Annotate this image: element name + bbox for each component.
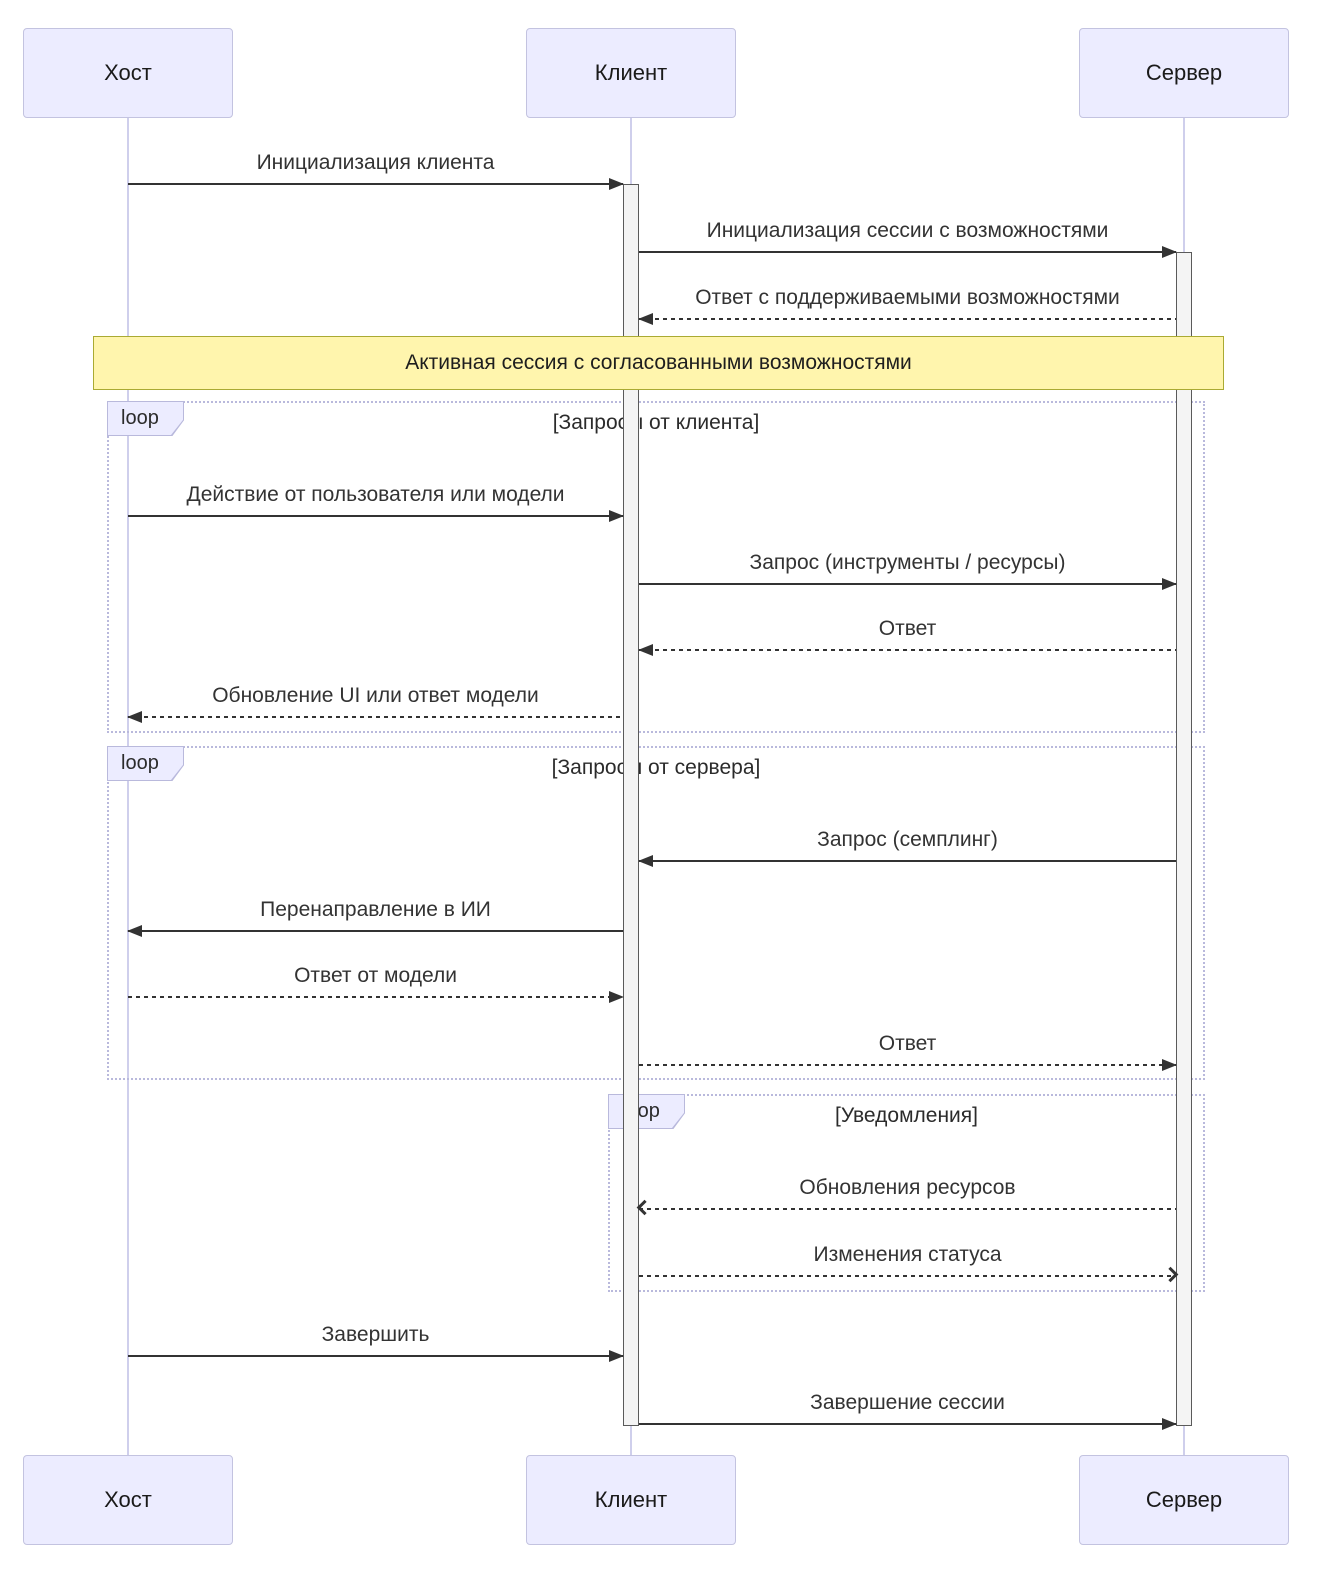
loop-title: [Запросы от клиента] (552, 411, 760, 434)
message-line (639, 649, 1176, 651)
message-line (639, 251, 1176, 253)
activation-bar-server (1176, 252, 1192, 1426)
loop-title: [Запросы от сервера] (551, 756, 761, 779)
message-label: Ответ от модели (294, 964, 457, 987)
loop-tag: loop (107, 746, 184, 781)
message-line (639, 1423, 1176, 1425)
message-label: Ответ (878, 1032, 937, 1055)
loop-title: [Уведомления] (835, 1104, 978, 1127)
arrowhead-right-icon (1162, 578, 1177, 590)
message-label: Инициализация сессии с возможностями (706, 219, 1109, 242)
message-label: Запрос (семплинг) (817, 828, 998, 851)
loop-tag-label: loop (108, 402, 183, 435)
arrowhead-right-icon (609, 510, 624, 522)
message-line (639, 860, 1176, 862)
message-line (639, 1208, 1176, 1210)
loop-frame-client-requests: loop [Запросы от клиента] (107, 401, 1205, 733)
arrowhead-right-icon (609, 178, 624, 190)
actor-label: Сервер (1145, 60, 1223, 85)
arrowhead-left-icon (638, 644, 653, 656)
actor-label: Клиент (594, 1487, 668, 1512)
loop-tag-label: loop (108, 747, 183, 780)
loop-frame-server-requests: loop [Запросы от сервера] (107, 746, 1205, 1080)
message-line (639, 318, 1176, 320)
arrowhead-left-icon (638, 313, 653, 325)
actor-box-server-top: Сервер (1079, 28, 1289, 118)
actor-box-host-top: Хост (23, 28, 233, 118)
message-label: Обновления ресурсов (799, 1176, 1016, 1199)
actor-box-client-top: Клиент (526, 28, 736, 118)
note-active-session: Активная сессия с согласованными возможн… (93, 336, 1224, 390)
message-line (639, 1064, 1176, 1066)
loop-tag: loop (608, 1094, 685, 1129)
message-line (128, 716, 623, 718)
message-line (639, 1275, 1176, 1277)
message-label: Действие от пользователя или модели (186, 483, 565, 506)
loop-tag-label: loop (609, 1095, 684, 1128)
message-label: Перенаправление в ИИ (260, 898, 491, 921)
message-line (128, 930, 623, 932)
message-line (128, 996, 623, 998)
message-label: Ответ (878, 617, 937, 640)
arrowhead-right-icon (1162, 246, 1177, 258)
arrowhead-left-icon (127, 925, 142, 937)
lifeline-host (127, 117, 129, 1456)
actor-label: Хост (104, 1487, 152, 1512)
message-line (128, 1355, 623, 1357)
note-text: Активная сессия с согласованными возможн… (405, 351, 912, 374)
actor-label: Хост (104, 60, 152, 85)
actor-label: Сервер (1145, 1487, 1223, 1512)
message-label: Завершить (321, 1323, 430, 1346)
arrowhead-right-icon (609, 991, 624, 1003)
message-label: Инициализация клиента (256, 151, 495, 174)
arrowhead-right-icon (1162, 1059, 1177, 1071)
loop-tag: loop (107, 401, 184, 436)
activation-bar-client (623, 184, 639, 1426)
message-label: Изменения статуса (813, 1243, 1002, 1266)
actor-label: Клиент (594, 60, 668, 85)
actor-box-server-bottom: Сервер (1079, 1455, 1289, 1545)
actor-box-host-bottom: Хост (23, 1455, 233, 1545)
arrowhead-left-icon (127, 711, 142, 723)
actor-box-client-bottom: Клиент (526, 1455, 736, 1545)
arrowhead-right-icon (609, 1350, 624, 1362)
message-line (639, 583, 1176, 585)
message-label: Обновление UI или ответ модели (212, 684, 539, 707)
arrowhead-left-icon (638, 855, 653, 867)
message-label: Запрос (инструменты / ресурсы) (749, 551, 1066, 574)
message-label: Завершение сессии (810, 1391, 1005, 1414)
arrowhead-right-icon (1162, 1418, 1177, 1430)
message-line (128, 183, 623, 185)
message-line (128, 515, 623, 517)
message-label: Ответ с поддерживаемыми возможностями (695, 286, 1120, 309)
